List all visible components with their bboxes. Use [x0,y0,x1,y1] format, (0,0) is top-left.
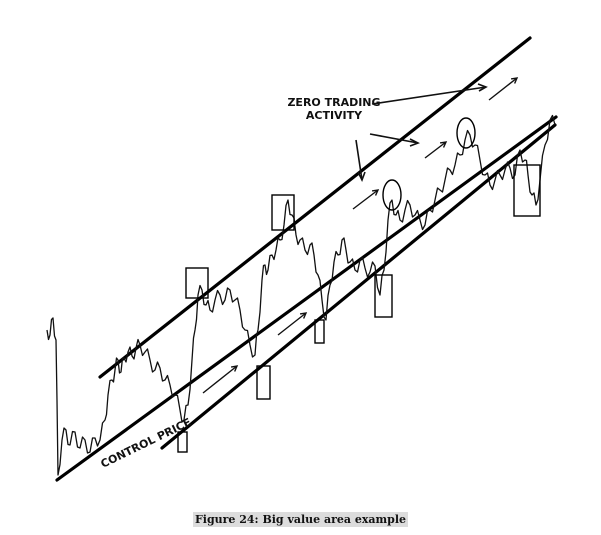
direction-arrow-head-2 [299,312,308,319]
highlight-box-5 [314,319,325,344]
figure-caption: Figure 24: Big value area example [0,508,601,527]
channel-lines [55,36,558,482]
highlight-box-2 [271,194,295,231]
direction-arrow-3 [352,189,379,210]
highlight-box-4 [256,365,271,400]
direction-arrow-head-3 [371,189,380,196]
direction-arrow-2 [277,312,307,336]
price-line [46,114,556,476]
figure-caption-text: Figure 24: Big value area example [192,512,409,527]
highlight-box-7 [513,164,541,217]
highlight-circle-1 [382,179,402,211]
direction-arrow-head-4 [439,141,448,148]
channel-line-lower [160,123,557,450]
highlight-box-1 [185,267,209,299]
annotation-control-price: CONTROL PRICE [99,416,194,471]
direction-arrow-1 [202,365,238,394]
annotation-pointers [355,83,488,182]
markers [177,77,541,453]
big-value-area-chart: ZERO TRADING ACTIVITY CONTROL PRICE [46,36,558,482]
direction-arrow-5 [488,77,518,101]
annotation-zero-trading-line1: ZERO TRADING [287,96,380,109]
channel-line-upper [98,36,532,379]
direction-arrow-head-1 [230,365,239,372]
highlight-circle-2 [456,117,476,149]
price-series [46,114,556,476]
annotation-zero-trading-line2: ACTIVITY [306,109,363,122]
direction-arrow-4 [424,141,447,159]
direction-arrow-head-5 [510,77,519,84]
channel-line-middle [55,115,558,482]
highlight-box-6 [374,274,393,318]
highlight-box-3 [177,431,188,453]
